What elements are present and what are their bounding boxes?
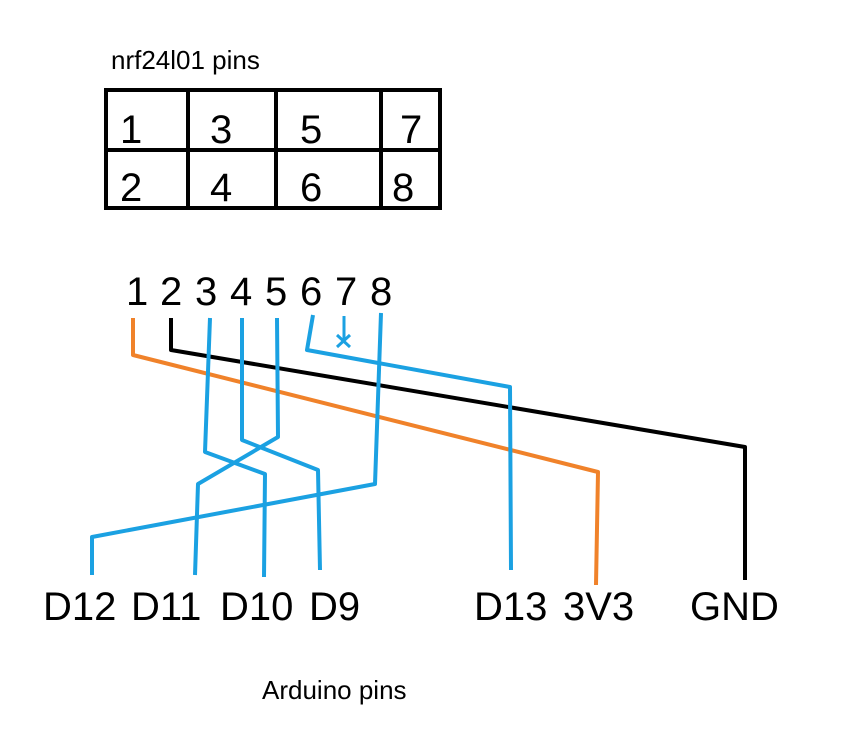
pin-header-table: 1 3 5 7 2 4 6 8 xyxy=(104,88,442,210)
module-pin-label: 4 xyxy=(230,270,252,314)
table-cell: 1 xyxy=(120,108,143,152)
module-pin-label: 5 xyxy=(265,270,287,314)
arduino-pins-caption: Arduino pins xyxy=(262,675,407,705)
pin7-not-connected-mark xyxy=(335,316,352,349)
wire-pin8-d12 xyxy=(90,312,383,575)
table-cell: 2 xyxy=(120,166,143,210)
module-pin-label: 3 xyxy=(195,270,217,314)
arduino-pin-label: D11 xyxy=(131,585,201,629)
arduino-pin-label: GND xyxy=(690,585,779,629)
table-cell: 7 xyxy=(400,108,423,152)
module-pin-label: 8 xyxy=(370,270,392,314)
table-divider xyxy=(108,148,438,152)
table-cell: 6 xyxy=(300,166,323,210)
arduino-pin-label: 3V3 xyxy=(563,585,634,629)
arduino-pin-label: D10 xyxy=(220,585,293,629)
arduino-pin-label: D9 xyxy=(309,585,360,629)
module-pin-label: 2 xyxy=(160,270,182,314)
module-pin-label: 6 xyxy=(300,270,322,314)
module-pin-label: 7 xyxy=(335,270,357,314)
table-cell: 5 xyxy=(300,108,323,152)
table-cell: 4 xyxy=(210,166,233,210)
arduino-pin-label: D12 xyxy=(43,585,116,629)
module-pin-label: 1 xyxy=(126,270,148,314)
wire-pin2-gnd xyxy=(169,318,747,580)
table-cell: 3 xyxy=(210,108,233,152)
wire-pin1-3v3 xyxy=(131,318,600,586)
wire-pin6-d13 xyxy=(305,314,513,571)
arduino-pin-label: D13 xyxy=(474,585,547,629)
diagram-title: nrf24l01 pins xyxy=(111,45,260,75)
table-cell: 8 xyxy=(392,166,415,210)
wire-pin4-d9 xyxy=(240,318,322,571)
wire-pin5-d11 xyxy=(193,317,280,576)
